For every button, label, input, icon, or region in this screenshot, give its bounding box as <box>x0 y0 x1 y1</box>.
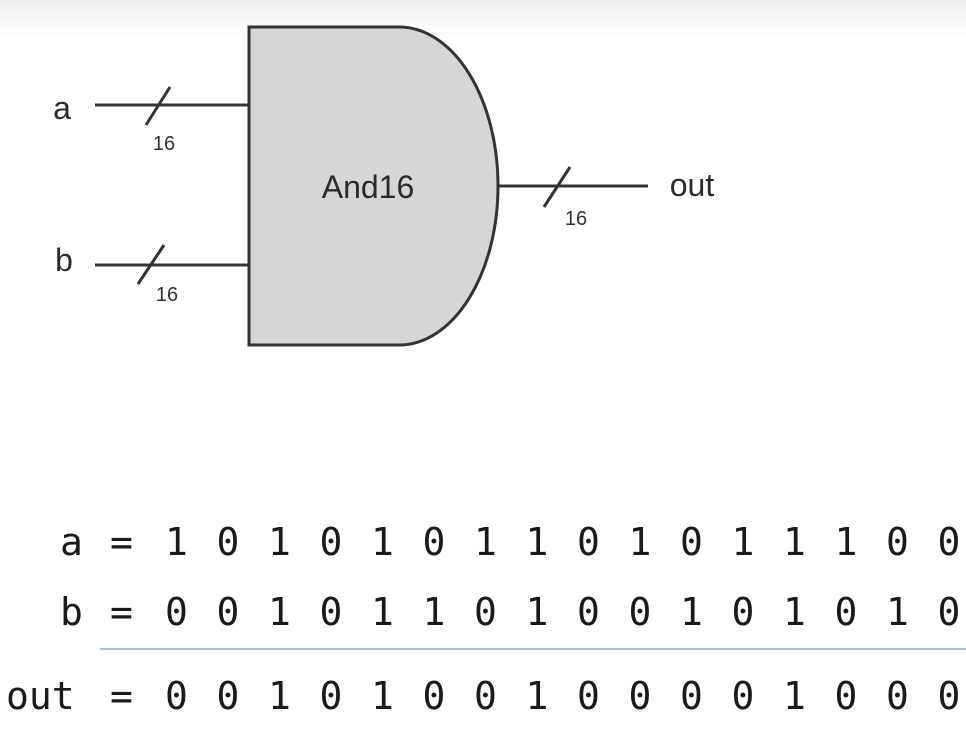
equation-name-out: out <box>6 674 75 718</box>
bit-b-0: 0 <box>165 590 188 634</box>
top-shade <box>0 0 966 40</box>
bit-b-1: 0 <box>216 590 240 634</box>
bit-b-3: 0 <box>319 590 343 634</box>
bit-out-13: 0 <box>834 674 858 718</box>
bit-a-13: 1 <box>834 520 858 564</box>
bit-b-11: 0 <box>731 590 755 634</box>
output-bus-slash <box>542 166 572 208</box>
bit-b-4: 1 <box>371 590 394 634</box>
bit-a-3: 0 <box>319 520 343 564</box>
gate-label: And16 <box>322 169 415 205</box>
bit-b-15: 0 <box>937 590 961 634</box>
bit-out-6: 0 <box>474 674 497 718</box>
bit-out-11: 0 <box>731 674 755 718</box>
input-a-width: 16 <box>153 133 175 155</box>
bit-b-14: 1 <box>886 590 909 634</box>
bit-out-8: 0 <box>577 674 600 718</box>
bit-a-4: 1 <box>371 520 394 564</box>
bit-out-1: 0 <box>216 674 240 718</box>
bit-b-8: 0 <box>577 590 600 634</box>
bit-out-2: 1 <box>268 674 291 718</box>
input-b-bus-slash <box>136 244 166 285</box>
bit-b-5: 1 <box>422 590 446 634</box>
equals-sign-b: = <box>110 590 133 634</box>
input-a-bus-slash <box>144 86 172 126</box>
equals-sign-a: = <box>110 520 133 564</box>
bit-out-9: 0 <box>628 674 652 718</box>
bit-b-9: 0 <box>628 590 652 634</box>
bit-out-7: 1 <box>525 674 549 718</box>
equation-name-b: b <box>60 590 83 634</box>
input-b-label: b <box>55 242 73 278</box>
bit-b-13: 0 <box>834 590 858 634</box>
equals-sign-out: = <box>110 674 133 718</box>
bit-a-10: 0 <box>680 520 703 564</box>
bit-out-4: 1 <box>371 674 394 718</box>
bit-a-14: 0 <box>886 520 909 564</box>
bit-out-0: 0 <box>165 674 188 718</box>
bit-a-7: 1 <box>525 520 549 564</box>
input-a-label: a <box>53 90 71 126</box>
bit-a-11: 1 <box>731 520 755 564</box>
input-b-width: 16 <box>156 284 178 306</box>
gate-body <box>247 25 500 347</box>
bit-out-14: 0 <box>886 674 909 718</box>
bit-out-3: 0 <box>319 674 343 718</box>
bit-b-6: 0 <box>474 590 497 634</box>
bit-a-15: 0 <box>937 520 961 564</box>
output-label: out <box>670 167 715 203</box>
bit-out-5: 0 <box>422 674 446 718</box>
bit-a-12: 1 <box>783 520 806 564</box>
bit-b-12: 1 <box>783 590 806 634</box>
equation-name-a: a <box>60 520 83 564</box>
bit-b-2: 1 <box>268 590 291 634</box>
bit-a-9: 1 <box>628 520 652 564</box>
output-width: 16 <box>565 208 587 230</box>
bit-out-10: 0 <box>680 674 703 718</box>
bit-a-1: 0 <box>216 520 240 564</box>
bit-b-7: 1 <box>525 590 549 634</box>
bit-a-6: 1 <box>474 520 497 564</box>
bit-a-5: 0 <box>422 520 446 564</box>
bit-out-15: 0 <box>937 674 961 718</box>
bit-b-10: 1 <box>680 590 703 634</box>
bit-a-2: 1 <box>268 520 291 564</box>
sum-divider-line <box>100 648 966 650</box>
and16-gate-diagram: And16 a 16 b 16 16 out <box>53 25 715 347</box>
bit-out-12: 1 <box>783 674 806 718</box>
bit-a-0: 1 <box>165 520 188 564</box>
bit-a-8: 0 <box>577 520 600 564</box>
